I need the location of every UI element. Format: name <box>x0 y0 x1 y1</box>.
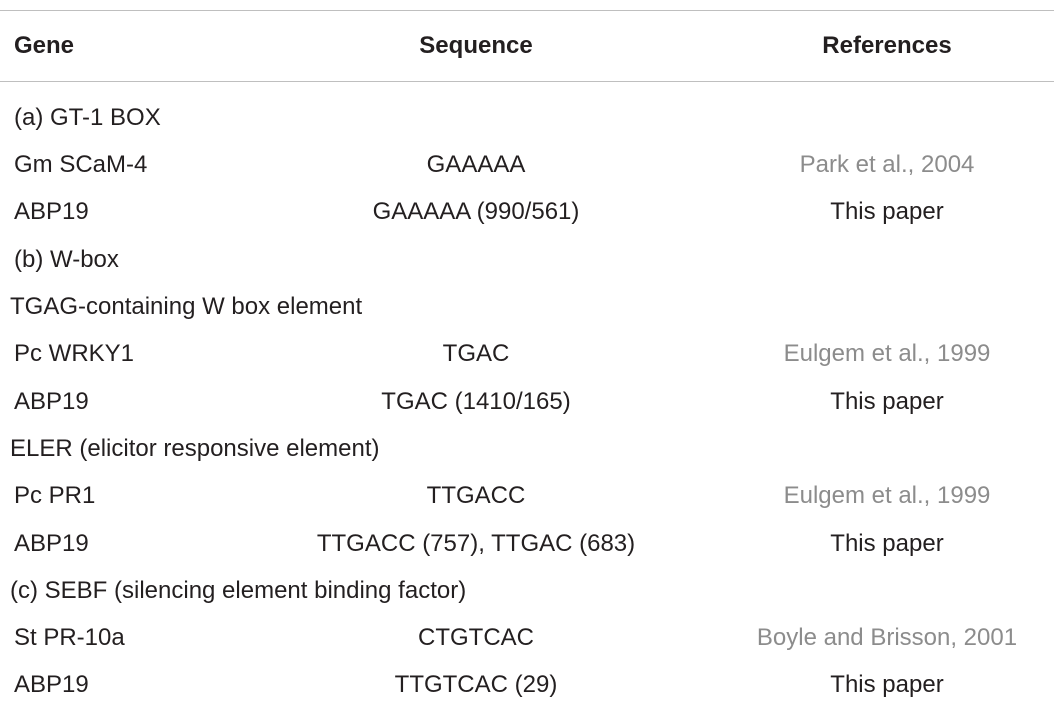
sequence-cell: TTGACC (757), TTGAC (683) <box>316 530 636 557</box>
table-row: ABP19 GAAAAA (990/561) This paper <box>0 188 1054 235</box>
reference-cell: Boyle and Brisson, 2001 <box>756 624 1018 651</box>
gene-cell: Pc PR1 <box>14 482 96 509</box>
section-label: (a) GT-1 BOX <box>14 104 161 131</box>
sequence-cell: GAAAAA <box>426 151 526 178</box>
table-row: Pc PR1 TTGACC Eulgem et al., 1999 <box>0 472 1054 519</box>
header-sequence: Sequence <box>419 32 533 59</box>
reference-cell: This paper <box>830 671 944 698</box>
gene-cell: ABP19 <box>14 198 89 225</box>
gene-cell: ABP19 <box>14 671 89 698</box>
gene-cell: Gm SCaM-4 <box>14 151 148 178</box>
gene-cell: Pc WRKY1 <box>14 340 135 367</box>
header-gene: Gene <box>14 32 75 59</box>
table-row: ABP19 TGAC (1410/165) This paper <box>0 378 1054 425</box>
sequence-cell: CTGTCAC <box>418 624 534 651</box>
table-row: Gm SCaM-4 GAAAAA Park et al., 2004 <box>0 141 1054 188</box>
section-title-wbox: (b) W-box <box>0 236 1054 283</box>
reference-cell: This paper <box>830 198 944 225</box>
reference-cell: Eulgem et al., 1999 <box>783 340 991 367</box>
section-title-gt1: (a) GT-1 BOX <box>0 94 1054 141</box>
table-row: ABP19 TTGACC (757), TTGAC (683) This pap… <box>0 520 1054 567</box>
table-row: ABP19 TTGTCAC (29) This paper <box>0 661 1054 708</box>
table-top-rule <box>0 10 1054 11</box>
sequence-cell: GAAAAA (990/561) <box>372 198 580 225</box>
table-header-rule <box>0 81 1054 82</box>
gene-cell: ABP19 <box>14 530 89 557</box>
subsection-label: TGAG-containing W box element <box>10 293 363 320</box>
sequence-cell: TGAC (1410/165) <box>381 388 571 415</box>
subsection-title-tgag: TGAG-containing W box element <box>0 283 1054 330</box>
table-row: St PR-10a CTGTCAC Boyle and Brisson, 200… <box>0 614 1054 661</box>
gene-cell: St PR-10a <box>14 624 125 651</box>
table-header-row: Gene Sequence References <box>0 22 1054 69</box>
section-label: (c) SEBF (silencing element binding fact… <box>10 577 467 604</box>
subsection-label: ELER (elicitor responsive element) <box>10 435 380 462</box>
reference-cell: This paper <box>830 388 944 415</box>
section-title-sebf: (c) SEBF (silencing element binding fact… <box>0 567 1054 614</box>
subsection-title-eler: ELER (elicitor responsive element) <box>0 425 1054 472</box>
reference-cell: Park et al., 2004 <box>799 151 975 178</box>
sequence-cell: TGAC <box>442 340 510 367</box>
gene-cell: ABP19 <box>14 388 89 415</box>
sequence-cell: TTGACC <box>426 482 526 509</box>
sequence-cell: TTGTCAC (29) <box>394 671 558 698</box>
section-label: (b) W-box <box>14 246 119 273</box>
reference-cell: Eulgem et al., 1999 <box>783 482 991 509</box>
reference-cell: This paper <box>830 530 944 557</box>
header-references: References <box>822 32 952 59</box>
table-row: Pc WRKY1 TGAC Eulgem et al., 1999 <box>0 330 1054 377</box>
